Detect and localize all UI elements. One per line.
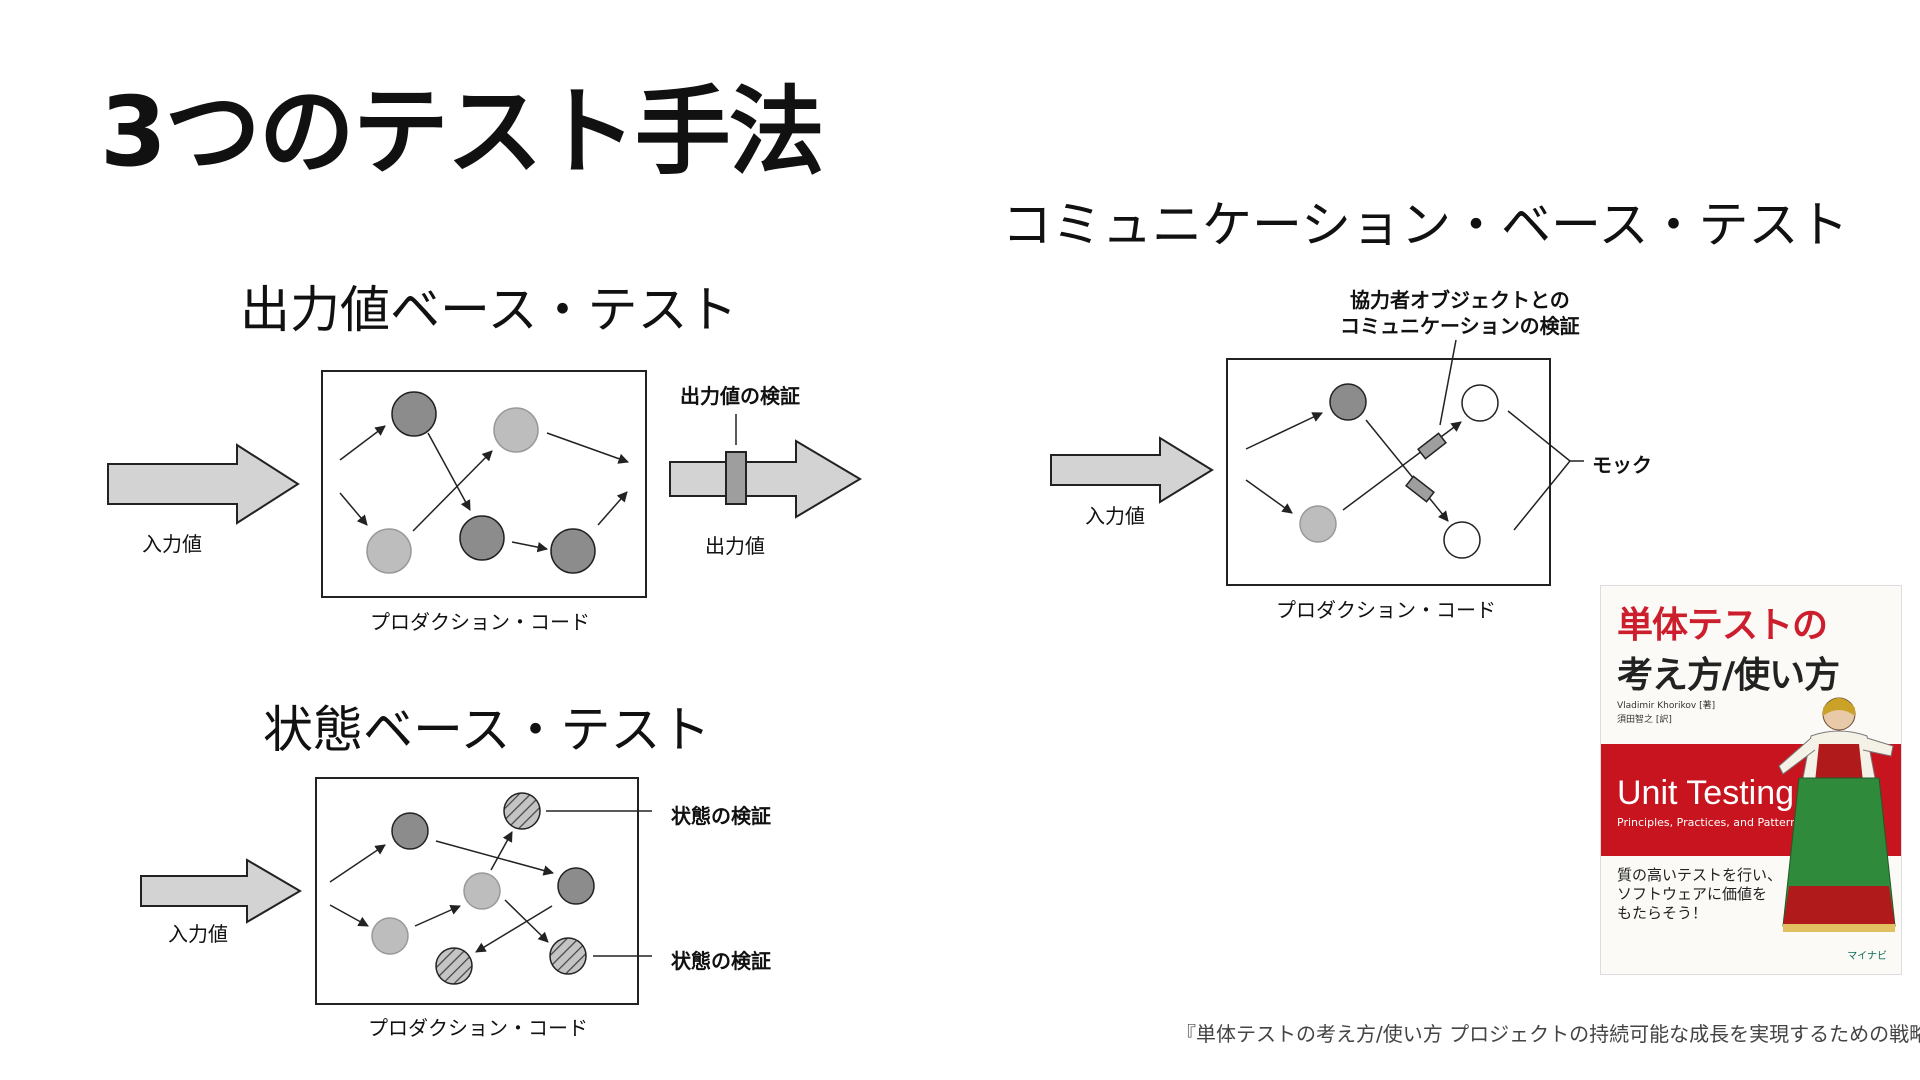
node-light bbox=[1299, 505, 1337, 543]
output-based-diagram bbox=[107, 370, 862, 598]
production-code-label: プロダクション・コード bbox=[1276, 598, 1496, 622]
node-light bbox=[463, 872, 501, 910]
node-dark bbox=[391, 812, 429, 850]
costume-figure-illustration bbox=[1778, 697, 1896, 932]
book-catch-line: もたらそう！ bbox=[1617, 903, 1708, 922]
production-code-label: プロダクション・コード bbox=[370, 610, 590, 634]
book-english-subtitle: Principles, Practices, and Patterns bbox=[1617, 816, 1803, 829]
input-label: 入力値 bbox=[142, 532, 202, 556]
book-citation: 『単体テストの考え方/使い方 プロジェクトの持続可能な成長を実現するための戦略』 bbox=[1176, 1022, 1920, 1046]
production-code-label: プロダクション・コード bbox=[368, 1016, 588, 1040]
collaborator-verify-label-line1: 協力者オブジェクトとの bbox=[1350, 288, 1570, 312]
book-catch-line: ソフトウェアに価値を bbox=[1617, 884, 1768, 903]
book-catchphrase: 質の高いテストを行い、 ソフトウェアに価値を もたらそう！ bbox=[1617, 866, 1807, 922]
mock-node bbox=[1461, 384, 1499, 422]
book-author: Vladimir Khorikov [著] bbox=[1617, 701, 1716, 711]
communication-based-diagram bbox=[1050, 339, 1584, 586]
node-dark bbox=[1329, 383, 1367, 421]
node-dark bbox=[550, 528, 596, 574]
output-label: 出力値 bbox=[705, 534, 765, 558]
flow-arrows bbox=[339, 425, 629, 553]
node-light bbox=[366, 528, 412, 574]
book-cover: 単体テストの 考え方/使い方 Vladimir Khorikov [著] 須田智… bbox=[1600, 585, 1902, 975]
input-arrow bbox=[140, 858, 302, 924]
communication-based-heading: コミュニケーション・ベース・テスト bbox=[1002, 196, 1849, 254]
verify-gate bbox=[725, 451, 747, 505]
node-hatched bbox=[435, 947, 473, 985]
publisher-logo: マイナビ bbox=[1847, 951, 1887, 962]
book-translator: 須田智之 [訳] bbox=[1617, 715, 1672, 725]
input-arrow bbox=[1050, 436, 1214, 504]
flow-arrows bbox=[329, 831, 555, 953]
book-title-line1: 単体テストの bbox=[1617, 605, 1828, 646]
output-verify-label: 出力値の検証 bbox=[680, 384, 800, 408]
state-verify-label-bottom: 状態の検証 bbox=[671, 949, 771, 973]
input-label: 入力値 bbox=[168, 922, 228, 946]
input-arrow bbox=[107, 443, 300, 525]
node-light bbox=[493, 407, 539, 453]
book-title-line2: 考え方/使い方 bbox=[1617, 655, 1840, 696]
input-label: 入力値 bbox=[1085, 504, 1145, 528]
node-hatched bbox=[503, 792, 541, 830]
book-catch-line: 質の高いテストを行い、 bbox=[1617, 866, 1783, 884]
verify-gate bbox=[1417, 432, 1447, 460]
node-hatched bbox=[549, 937, 587, 975]
production-code-box bbox=[1226, 358, 1551, 586]
book-english-title: Unit Testing bbox=[1617, 774, 1795, 812]
mock-node bbox=[1443, 521, 1481, 559]
collaborator-verify-label-line2: コミュニケーションの検証 bbox=[1340, 314, 1580, 338]
node-dark bbox=[459, 515, 505, 561]
node-dark bbox=[391, 391, 437, 437]
output-arrow bbox=[669, 439, 862, 519]
state-based-diagram bbox=[140, 777, 652, 1005]
state-verify-label-top: 状態の検証 bbox=[671, 804, 771, 828]
slide-title: 3つのテスト手法 bbox=[100, 76, 825, 188]
output-based-heading: 出力値ベース・テスト bbox=[240, 281, 738, 339]
verify-gate bbox=[1405, 475, 1435, 503]
mock-label: モック bbox=[1592, 453, 1652, 477]
node-dark bbox=[557, 867, 595, 905]
node-light bbox=[371, 917, 409, 955]
state-based-heading: 状態ベース・テスト bbox=[263, 701, 711, 759]
